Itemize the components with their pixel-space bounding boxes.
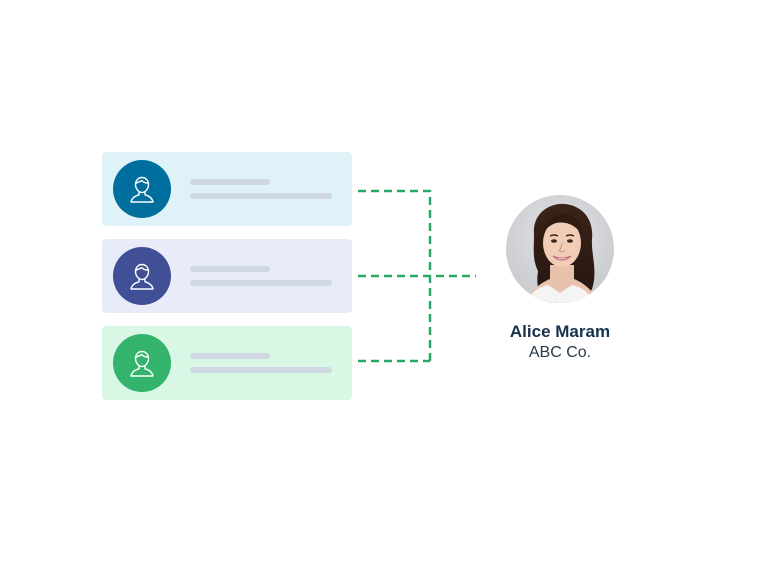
profile-photo xyxy=(506,195,614,303)
user-card-1 xyxy=(102,152,352,226)
connector-from-card-1 xyxy=(358,189,432,361)
placeholder-line-short xyxy=(190,353,270,359)
user-avatar-2 xyxy=(113,247,171,305)
user-card-3 xyxy=(102,326,352,400)
user-avatar-1 xyxy=(113,160,171,218)
placeholder-line-short xyxy=(190,179,270,185)
placeholder-line-long xyxy=(190,280,332,286)
user-icon xyxy=(130,263,154,290)
placeholder-line-long xyxy=(190,367,332,373)
placeholder-line-long xyxy=(190,193,332,199)
user-icon xyxy=(130,350,154,377)
placeholder-line-short xyxy=(190,266,270,272)
profile-company: ABC Co. xyxy=(528,344,592,361)
user-icon xyxy=(130,176,154,203)
profile-name: Alice Maram xyxy=(509,322,611,341)
user-avatar-3 xyxy=(113,334,171,392)
user-card-2 xyxy=(102,239,352,313)
